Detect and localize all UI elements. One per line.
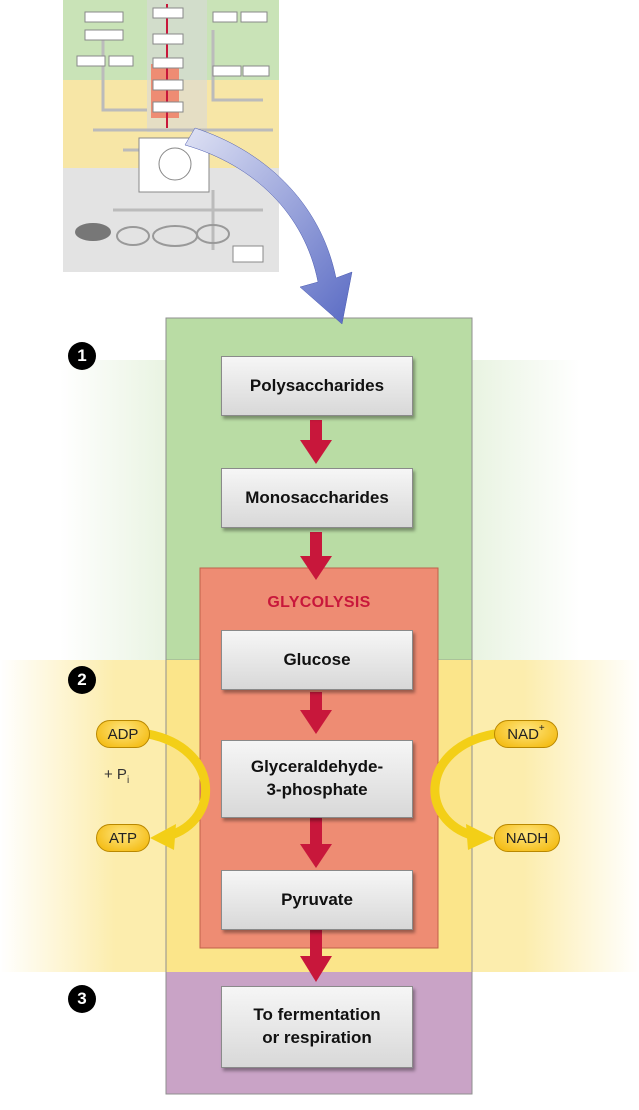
g3p-label-line1: Glyceraldehyde- xyxy=(250,757,384,777)
nadh-label: NADH xyxy=(505,829,549,847)
overview-thumbnail xyxy=(63,0,279,272)
adp-atp-arrow xyxy=(143,729,211,841)
monosaccharides-label: Monosaccharides xyxy=(245,487,389,507)
atp-pill: ATP xyxy=(96,824,150,852)
step-arrows xyxy=(300,420,332,982)
stage-number-3: 3 xyxy=(68,985,96,1013)
glycolysis-title: GLYCOLYSIS xyxy=(267,594,371,611)
glyceraldehyde-3-phosphate-box: Glyceraldehyde- 3-phosphate xyxy=(221,740,413,818)
fermentation-box: To fermentation or respiration xyxy=(221,986,413,1068)
glucose-box: Glucose xyxy=(221,630,413,690)
g3p-label-line2: 3-phosphate xyxy=(266,780,368,799)
polysaccharides-box: Polysaccharides xyxy=(221,356,413,416)
zoom-arrow xyxy=(184,127,353,325)
pyruvate-label: Pyruvate xyxy=(281,889,353,909)
nad-label: NAD+ xyxy=(507,723,545,743)
atp-label: ATP xyxy=(108,829,138,847)
monosaccharides-box: Monosaccharides xyxy=(221,468,413,528)
polysaccharides-label: Polysaccharides xyxy=(249,375,385,395)
adp-pill: ADP xyxy=(96,720,150,748)
pyruvate-box: Pyruvate xyxy=(221,870,413,930)
nad-pill: NAD+ xyxy=(494,720,558,748)
fermentation-label-line2: or respiration xyxy=(262,1028,372,1047)
atp-arrowhead xyxy=(150,824,176,850)
fermentation-label-line1: To fermentation xyxy=(253,1005,381,1025)
adp-label: ADP xyxy=(107,725,139,743)
nadh-arrowhead xyxy=(466,824,494,850)
nad-nadh-arrow xyxy=(430,729,499,841)
phosphate-label: + Pi xyxy=(104,766,130,786)
nadh-pill: NADH xyxy=(494,824,560,852)
stage-number-2: 2 xyxy=(68,666,96,694)
stage-number-1: 1 xyxy=(68,342,96,370)
glucose-label: Glucose xyxy=(283,649,351,669)
